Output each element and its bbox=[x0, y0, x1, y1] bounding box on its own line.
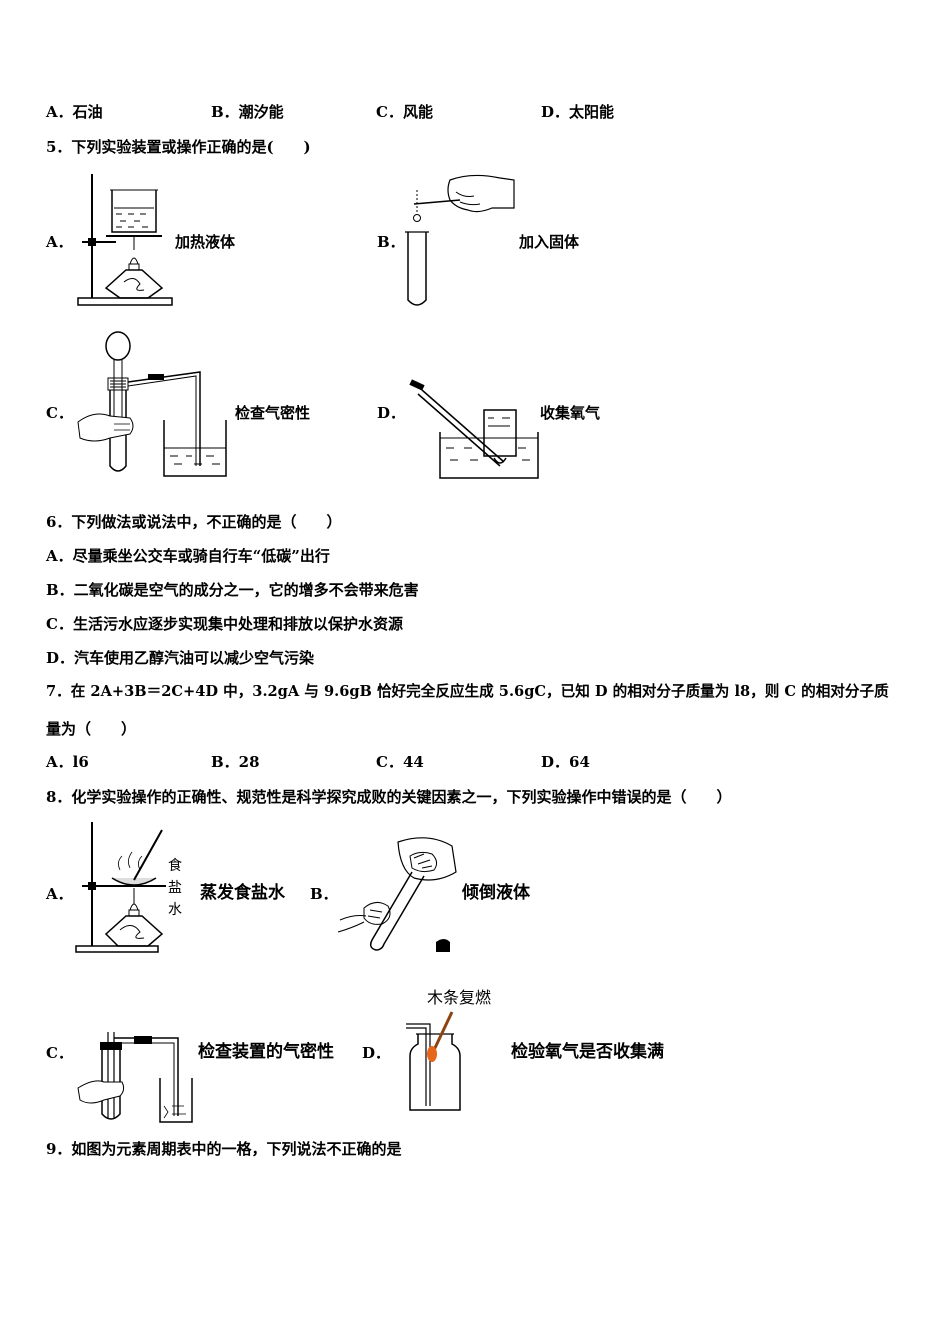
q8-a-caption: 蒸发食盐水 bbox=[200, 883, 285, 903]
q8-b-pouring-liquid-figure bbox=[336, 832, 466, 957]
q5-c-airtightness-figure bbox=[74, 326, 234, 481]
q8-c-airtightness-figure bbox=[74, 1030, 199, 1125]
q7-option-b: B．28 bbox=[211, 753, 260, 771]
q8-d-label: 木条复燃 bbox=[427, 988, 492, 1007]
q8-b-letter: B． bbox=[310, 885, 338, 903]
q4-option-a: A．石油 bbox=[46, 103, 103, 121]
q7-option-d: D．64 bbox=[541, 753, 590, 771]
q8-stem: 8．化学实验操作的正确性、规范性是科学探究成败的关键因素之一，下列实验操作中错误… bbox=[46, 788, 732, 806]
q7-option-a: A．l6 bbox=[46, 753, 89, 771]
q8-c-letter: C． bbox=[46, 1044, 73, 1062]
q7-stem-line2: 量为（ ） bbox=[46, 720, 137, 738]
q9-stem: 9．如图为元素周期表中的一格，下列说法不正确的是 bbox=[46, 1140, 402, 1158]
q7-option-c: C．44 bbox=[376, 753, 424, 771]
q8-a-evaporation-figure bbox=[74, 820, 169, 955]
q4-option-c: C．风能 bbox=[376, 103, 433, 121]
q5-a-heating-liquid-figure bbox=[76, 170, 176, 310]
q6-option-d: D．汽车使用乙醇汽油可以减少空气污染 bbox=[46, 649, 315, 667]
q4-option-b: B．潮汐能 bbox=[211, 103, 284, 121]
q6-option-b: B．二氧化碳是空气的成分之一，它的增多不会带来危害 bbox=[46, 581, 419, 599]
q5-a-letter: A． bbox=[46, 233, 73, 251]
q6-option-a: A．尽量乘坐公交车或骑自行车“低碳”出行 bbox=[46, 547, 330, 565]
q8-d-caption: 检验氧气是否收集满 bbox=[511, 1042, 664, 1062]
q8-c-caption: 检查装置的气密性 bbox=[198, 1042, 334, 1062]
q8-d-oxygen-test-figure bbox=[400, 1010, 470, 1115]
q5-d-caption: 收集氧气 bbox=[540, 404, 601, 422]
q6-option-c: C．生活污水应逐步实现集中处理和排放以保护水资源 bbox=[46, 615, 403, 633]
q5-c-caption: 检查气密性 bbox=[235, 404, 311, 422]
q8-d-letter: D． bbox=[362, 1044, 391, 1062]
q5-d-letter: D． bbox=[377, 404, 406, 422]
q5-d-collect-oxygen-figure bbox=[406, 374, 546, 484]
q5-b-adding-solid-figure bbox=[400, 170, 520, 310]
q5-a-caption: 加热液体 bbox=[175, 233, 236, 251]
q5-c-letter: C． bbox=[46, 404, 73, 422]
q8-a-label-2: 盐 bbox=[168, 880, 182, 896]
q8-b-caption: 倾倒液体 bbox=[462, 883, 530, 903]
q7-stem-line1: 7．在 2A+3B＝2C+4D 中，3.2gA 与 9.6gB 恰好完全反应生成… bbox=[46, 683, 889, 700]
q5-stem: 5．下列实验装置或操作正确的是( ) bbox=[46, 138, 311, 156]
q5-b-letter: B． bbox=[377, 233, 405, 251]
q5-b-caption: 加入固体 bbox=[519, 233, 580, 251]
q8-a-label-1: 食 bbox=[168, 858, 182, 874]
q4-option-d: D．太阳能 bbox=[541, 103, 615, 121]
q8-a-label-3: 水 bbox=[168, 902, 182, 918]
q6-stem: 6．下列做法或说法中，不正确的是（ ） bbox=[46, 513, 342, 531]
q8-a-letter: A． bbox=[46, 885, 73, 903]
